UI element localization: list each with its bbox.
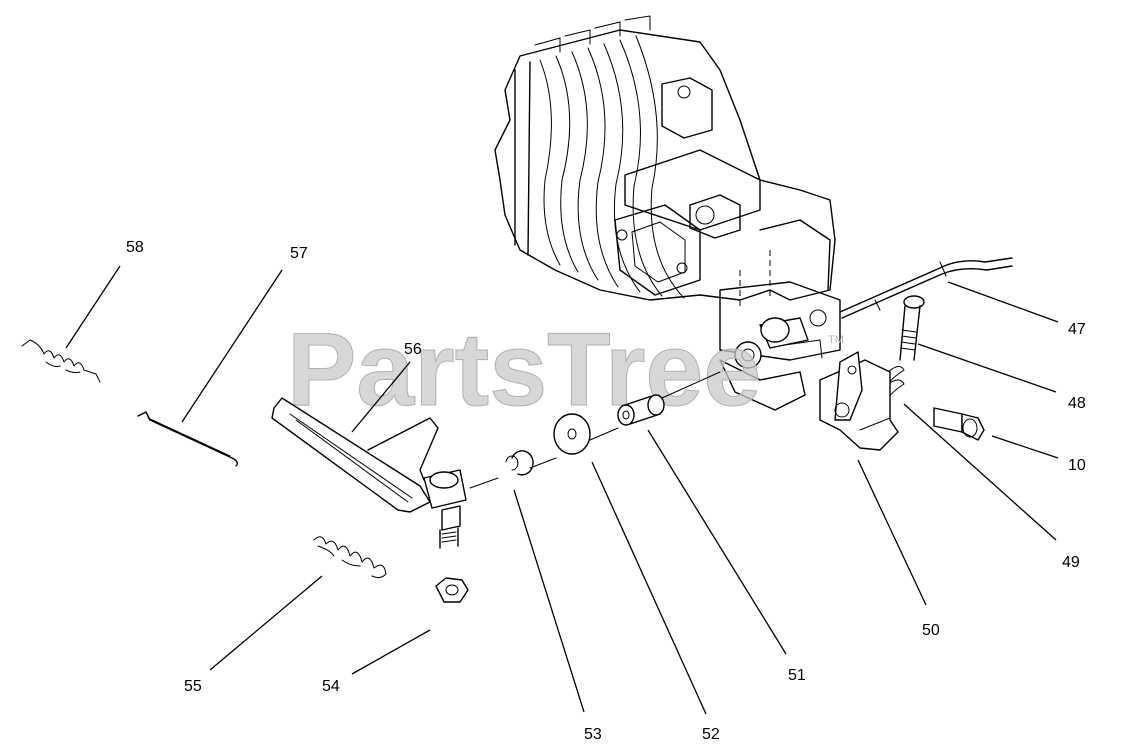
callout-55: 55 (184, 678, 202, 695)
leader-54 (351, 629, 431, 675)
part-56-lever (271, 397, 467, 549)
part-10-bolt (933, 407, 985, 441)
leader-55 (209, 575, 323, 671)
callout-10: 10 (1068, 457, 1086, 474)
leader-56 (351, 361, 411, 433)
leader-10 (991, 435, 1059, 459)
part-55-spring (313, 536, 387, 579)
part-50-bracket (819, 351, 899, 451)
watermark: PartsTree (287, 312, 761, 428)
assembly-axis-line (469, 371, 721, 489)
watermark-trademark: TM (828, 334, 844, 346)
leader-52 (591, 461, 707, 715)
part-51-bushing (617, 394, 665, 426)
leader-49 (903, 403, 1057, 541)
leader-53 (513, 489, 585, 713)
leader-57 (181, 269, 283, 423)
callout-53: 53 (584, 726, 602, 743)
callout-52: 52 (702, 726, 720, 743)
callout-58: 58 (126, 239, 144, 256)
callout-50: 50 (922, 622, 940, 639)
part-52-washer (553, 413, 591, 455)
part-57-link-rod (137, 411, 239, 467)
part-58-spring (21, 339, 101, 383)
engine-block (494, 15, 841, 411)
leader-51 (647, 429, 787, 655)
callout-49: 49 (1062, 554, 1080, 571)
leader-lines (65, 265, 1059, 715)
leader-58 (65, 265, 121, 349)
callout-47: 47 (1068, 321, 1086, 338)
leader-50 (857, 459, 927, 606)
callout-56: 56 (404, 341, 422, 358)
part-53-e-clip (505, 450, 534, 476)
callout-48: 48 (1068, 395, 1086, 412)
leader-47 (947, 281, 1059, 323)
callout-51: 51 (788, 667, 806, 684)
part-54-nut (435, 577, 469, 603)
leader-48 (917, 343, 1057, 393)
part-48-screw (899, 295, 925, 361)
part-47-rod (839, 257, 1013, 319)
callout-54: 54 (322, 678, 340, 695)
callout-labels: 47 48 10 49 50 51 52 53 54 55 56 57 58 (126, 239, 1086, 743)
callout-57: 57 (290, 245, 308, 262)
